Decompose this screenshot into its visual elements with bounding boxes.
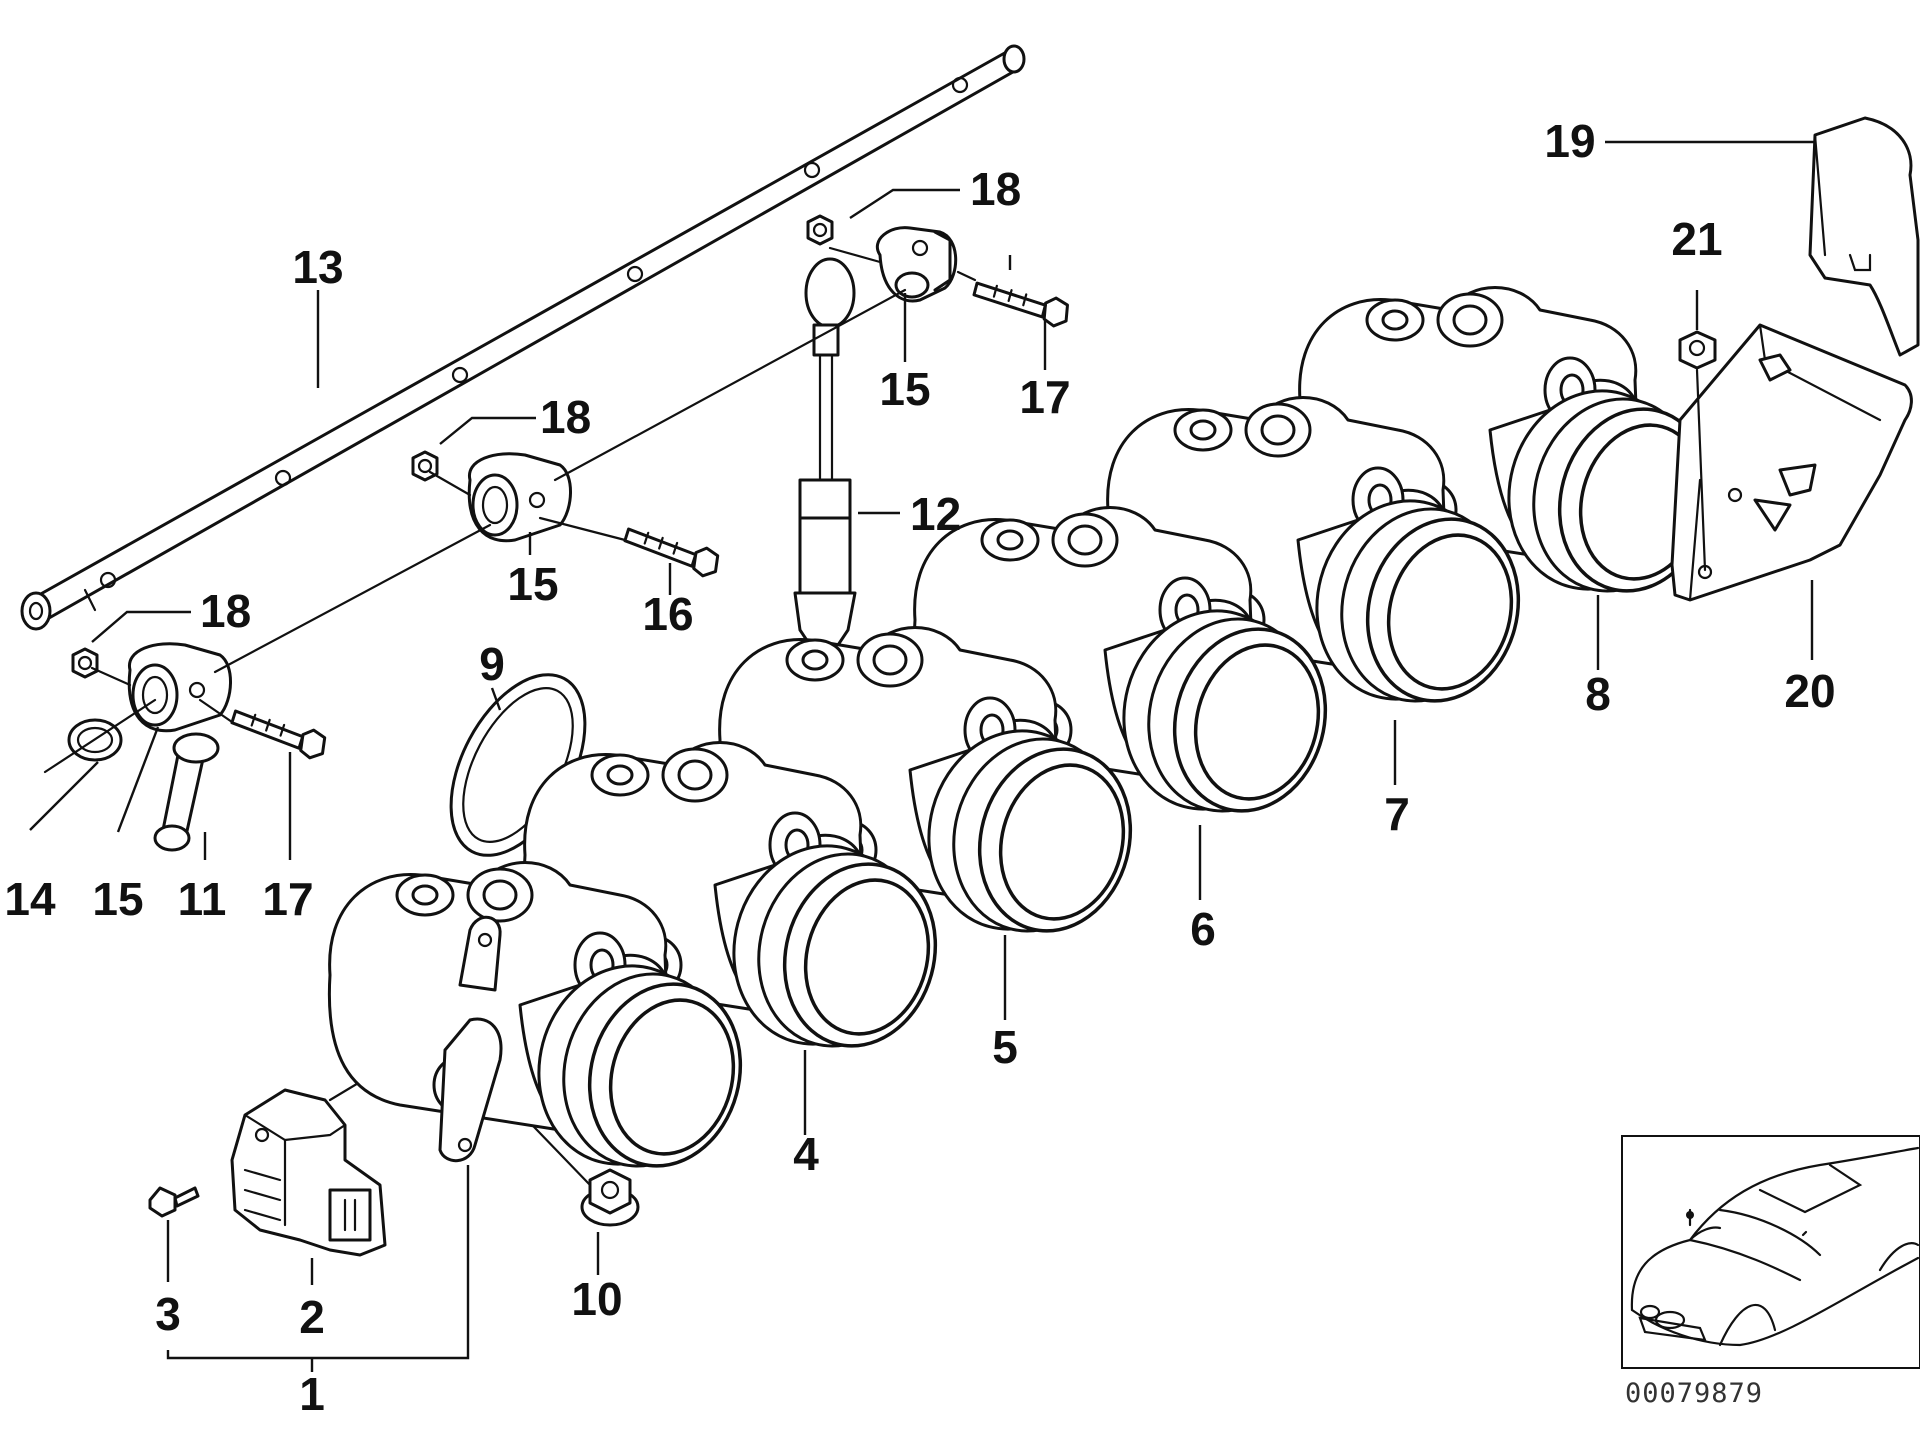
callout-7: 7: [1384, 788, 1410, 840]
callout-19: 19: [1544, 115, 1595, 167]
callout-2: 2: [299, 1291, 325, 1343]
callout-18-lower: 18: [200, 585, 251, 637]
mounting-bracket: [1670, 323, 1913, 602]
mounting-lug: [438, 915, 503, 1163]
callout-17-upper: 17: [1019, 371, 1070, 423]
callout-18-middle: 18: [540, 391, 591, 443]
throttle-sensor: [230, 1088, 387, 1257]
connecting-rod: [793, 257, 857, 650]
callout-8: 8: [1585, 668, 1611, 720]
callout-20: 20: [1784, 665, 1835, 717]
bracket-nut: [1678, 330, 1717, 572]
callout-4: 4: [793, 1128, 819, 1180]
callout-18-upper: 18: [970, 163, 1021, 215]
callout-12: 12: [910, 488, 961, 540]
callout-9: 9: [479, 638, 505, 690]
callout-11: 11: [178, 873, 227, 925]
callout-10: 10: [571, 1273, 622, 1325]
lever-link: [153, 732, 220, 852]
callout-6: 6: [1190, 903, 1216, 955]
callout-13: 13: [292, 241, 343, 293]
upper-bracket: [876, 226, 958, 303]
diagram-reference-number: 00079879: [1625, 1378, 1763, 1409]
throttle-shaft: [20, 44, 1026, 631]
callout-16: 16: [642, 588, 693, 640]
leader-lines: [29, 140, 1815, 1372]
screw: [148, 1186, 200, 1218]
callout-5: 5: [992, 1021, 1018, 1073]
callout-3: 3: [155, 1288, 181, 1340]
callout-1: 1: [299, 1368, 325, 1420]
callout-21: 21: [1671, 213, 1722, 265]
callout-15-upper: 15: [879, 363, 930, 415]
upper-cover: [1808, 116, 1920, 357]
callout-15-middle: 15: [507, 558, 558, 610]
callout-14: 14: [4, 873, 56, 925]
callout-labels: 1 2 3 4 5 6 7 8 9 10 11 12 13 14 15 15 1…: [4, 115, 1835, 1420]
callout-15-lower: 15: [92, 873, 143, 925]
vehicle-inset: [1621, 1135, 1920, 1369]
flange-nut: [580, 1168, 640, 1227]
callout-17-lower: 17: [262, 873, 313, 925]
